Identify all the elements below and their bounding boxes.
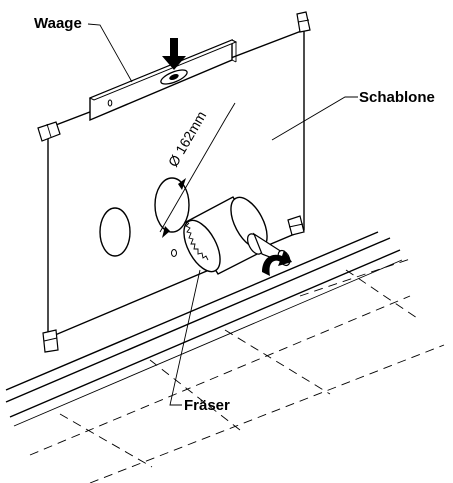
down-arrow-icon [162,38,186,70]
diameter-label: Ø 162mm [165,108,210,169]
diameter-dimension [159,102,236,238]
hole-saw-cutter [183,196,292,276]
label-cutter: Fräser [184,397,230,414]
spirit-level [88,38,238,122]
leader-scale [87,23,133,83]
tape-corner-bottom-left [42,329,59,353]
tape-corner-top-left [37,121,61,142]
tape-corner-top-right [296,11,311,33]
leader-template [271,96,358,141]
cut-hole-outline [154,177,190,233]
tape-corner-bottom-right [287,215,305,236]
floor-tiles [29,257,445,483]
label-scale: Waage [34,15,82,32]
floor-lines [5,231,403,427]
existing-hole [99,207,131,257]
leader-cutter [169,269,201,406]
label-template: Schablone [359,89,435,106]
